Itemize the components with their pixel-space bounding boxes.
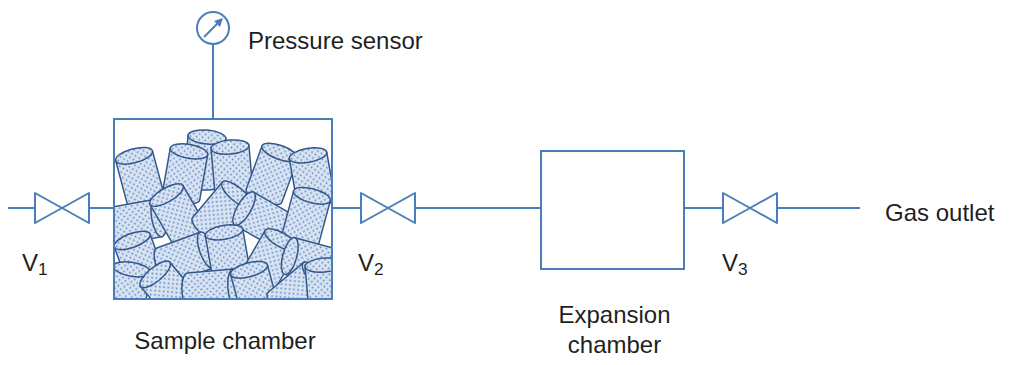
- valve-outline: [360, 192, 416, 224]
- outlet-pipe: [778, 207, 860, 209]
- pipe-connector: [212, 45, 214, 118]
- pipe-connector: [416, 207, 540, 209]
- valve-label: V2: [358, 248, 418, 278]
- part-label: Expansion chamber: [527, 300, 702, 360]
- valve-symbol: V3: [722, 192, 778, 224]
- part-label: Pressure sensor: [248, 26, 468, 56]
- cylinder: [304, 256, 331, 298]
- valve-symbol: V2: [360, 192, 416, 224]
- valve-outline: [34, 192, 90, 224]
- valve-outline: [722, 192, 778, 224]
- valve-label: V1: [22, 248, 82, 278]
- sample-pile: [115, 128, 331, 298]
- pipe-connector: [685, 207, 722, 209]
- valve-symbol: V1: [34, 192, 90, 224]
- valve-label: V3: [722, 248, 782, 278]
- part-label: Sample chamber: [75, 326, 375, 356]
- connector-layer: [90, 45, 722, 208]
- outlet-label: Gas outlet: [885, 198, 994, 228]
- pipe-connector: [90, 207, 113, 209]
- gauge-outline: [196, 11, 230, 45]
- expansion-chamber-box: Expansion chamber: [540, 150, 685, 270]
- sample-chamber-box: Sample chamber: [113, 118, 333, 300]
- inlet-pipe: [8, 207, 34, 209]
- pipe-connector: [333, 207, 360, 209]
- pressure-gauge: Pressure sensor: [196, 11, 230, 45]
